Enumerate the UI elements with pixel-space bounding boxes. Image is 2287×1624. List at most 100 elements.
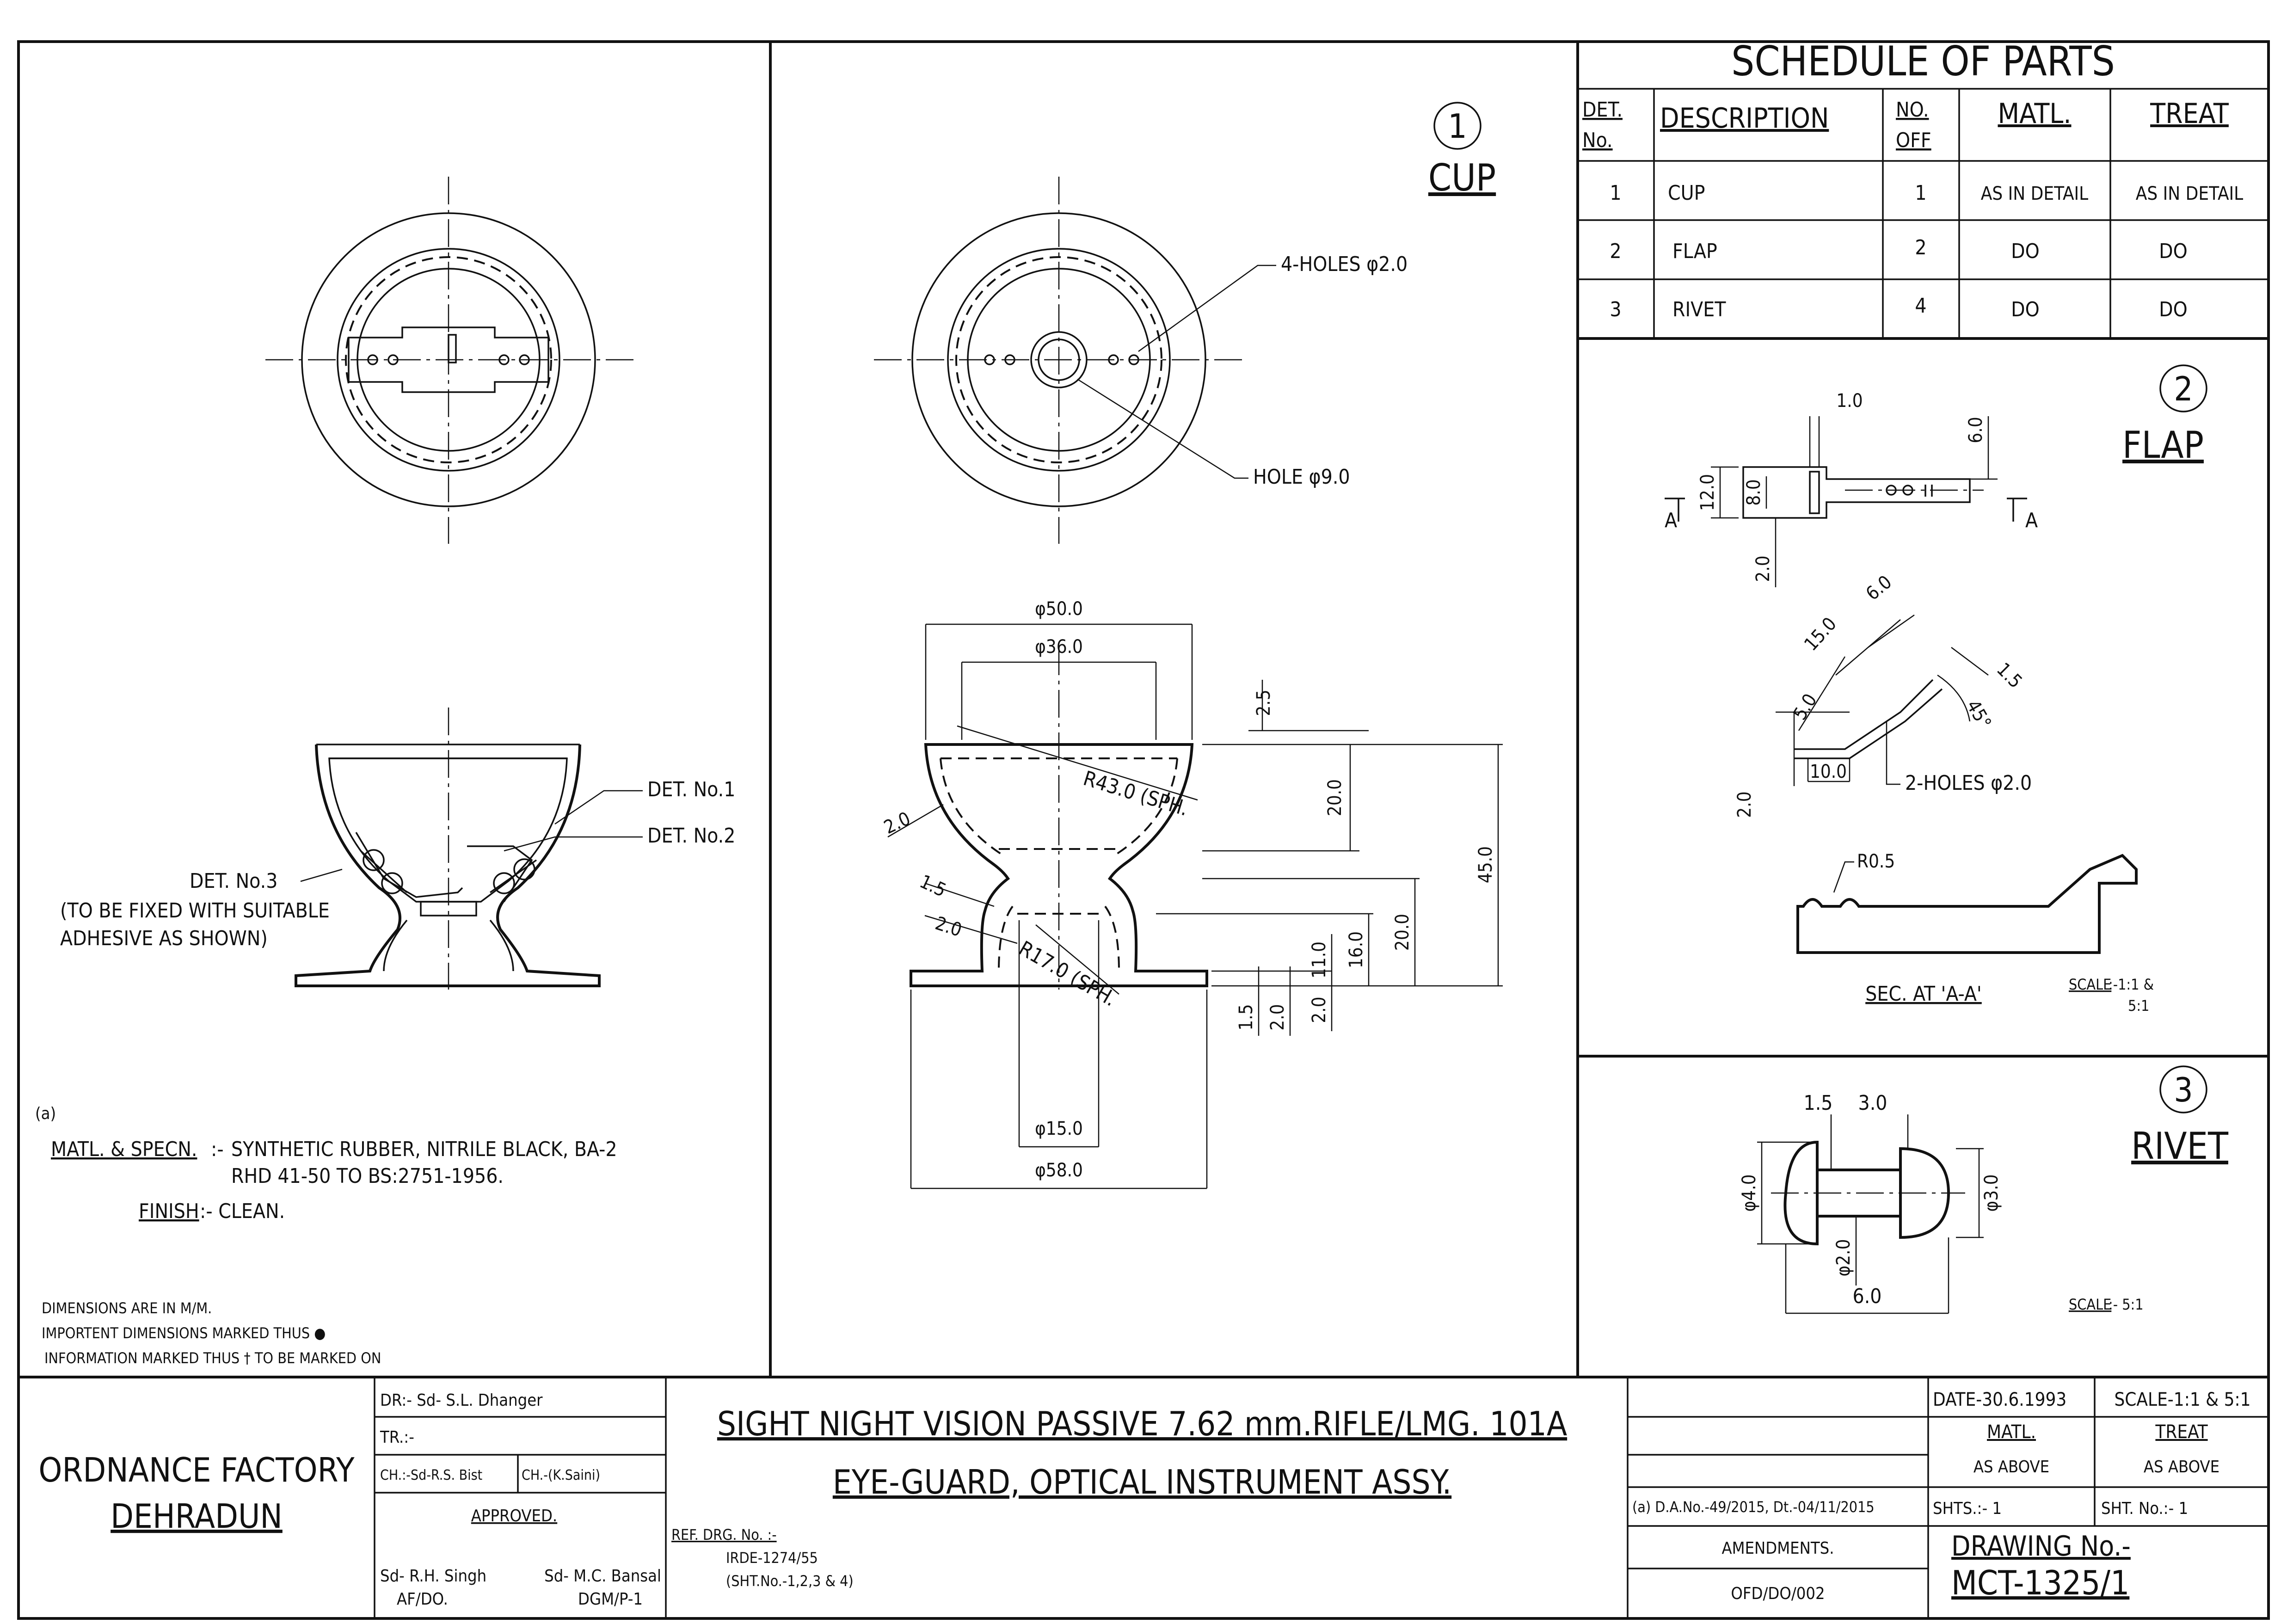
title-block: ORDNANCE FACTORY DEHRADUN DR:- Sd- S.L. … [38, 1377, 2269, 1618]
det-3-note-1: (TO BE FIXED WITH SUITABLE [60, 899, 330, 923]
row-description: CUP [1668, 181, 1705, 205]
rivet-dim-d2: φ2.0 [1833, 1239, 1854, 1277]
row-det: 2 [1610, 240, 1621, 263]
section-label: SEC. AT 'A-A' [1865, 982, 1982, 1006]
dim-d15: φ15.0 [1035, 1118, 1083, 1139]
matl-label: MATL. & SPECN. [51, 1138, 197, 1161]
hole-note: HOLE φ9.0 [1253, 465, 1350, 489]
tb-matl-label: MATL. [1987, 1421, 2036, 1443]
flap-scale-label: SCALE [2069, 976, 2111, 993]
flap-scale-value-2: 5:1 [2128, 997, 2149, 1015]
amendments-label: AMENDMENTS. [1722, 1539, 1834, 1558]
row-matl: AS IN DETAIL [1981, 183, 2088, 204]
material-notes: (a) MATL. & SPECN. :- SYNTHETIC RUBBER, … [35, 1104, 617, 1367]
flap-dim-12: 12.0 [1697, 474, 1718, 511]
finish-label: FINISH [139, 1200, 199, 1223]
det-1-callout: DET. No.1 [647, 778, 735, 801]
header-matl: MATL. [1998, 98, 2072, 130]
dim-v2a: 2.0 [1267, 1004, 1288, 1030]
dim-v2b: 2.0 [1309, 997, 1330, 1023]
approved-label: APPROVED. [471, 1507, 557, 1526]
dim-d50: φ50.0 [1035, 598, 1083, 620]
org-name-2: DEHRADUN [111, 1497, 283, 1536]
row-det: 3 [1610, 298, 1621, 321]
dim-d58: φ58.0 [1035, 1160, 1083, 1181]
finish-value: :- CLEAN. [200, 1200, 285, 1223]
row-treat: DO [2159, 298, 2188, 321]
flap-dim-2a: 2.0 [1752, 555, 1774, 582]
tb-treat-value: AS ABOVE [2144, 1458, 2219, 1476]
drawing-date: DATE-30.6.1993 [1933, 1389, 2066, 1410]
dim-v11: 11.0 [1309, 941, 1330, 978]
dimension-note-1: DIMENSIONS ARE IN M/M. [42, 1299, 212, 1317]
row-description: FLAP [1672, 240, 1717, 263]
cup-number-circle [1433, 102, 1482, 150]
cup-section-view: R43.0 (SPH. R17.0 (SPH. φ50.0 φ36.0 φ15.… [881, 598, 1503, 1189]
drawing-number-label: DRAWING No.- [1951, 1530, 2131, 1562]
rivet-view: 3 RIVET 1.5 3.0 φ4.0 φ3.0 φ2.0 6.0 SCALE… [1739, 1065, 2229, 1314]
ref-drawing-2: (SHT.No.-1,2,3 & 4) [726, 1572, 854, 1590]
header-no-off-1: NO. [1896, 98, 1929, 122]
drawing-border [17, 40, 2270, 1620]
rivet-dim-d3: φ3.0 [1981, 1175, 2002, 1212]
dim-v20a: 20.0 [1324, 779, 1346, 816]
schedule-title: SCHEDULE OF PARTS [1731, 37, 2115, 85]
ref-drawing-label: REF. DRG. No. :- [671, 1526, 777, 1544]
dim-v16: 16.0 [1346, 931, 1367, 968]
dim-r43: R43.0 (SPH. [1081, 767, 1191, 821]
ofd-code: OFD/DO/002 [1731, 1584, 1825, 1603]
flap-label: FLAP [2122, 424, 2204, 467]
drawing-title-2: EYE-GUARD, OPTICAL INSTRUMENT ASSY. [833, 1463, 1451, 1501]
amendment-mark: (a) [35, 1104, 56, 1123]
row-det: 1 [1610, 181, 1621, 205]
checked-by-2: CH.-(K.Saini) [522, 1467, 600, 1483]
signatory-2-role: DGM/P-1 [578, 1590, 643, 1609]
header-no-off-2: OFF [1896, 129, 1931, 152]
flap-dim-1: 1.0 [1836, 390, 1863, 412]
header-treat: TREAT [2150, 98, 2229, 130]
section-mark-right: A [2025, 509, 2038, 532]
cup-label: CUP [1428, 156, 1496, 199]
dim-v20b: 20.0 [1392, 914, 1413, 951]
sheet-number: SHT. No.:- 1 [2101, 1499, 2188, 1518]
row-off: 2 [1915, 236, 1926, 259]
cup-top-view: 1 CUP 4-HOLES φ2.0 HOLE φ9.0 [874, 102, 1496, 544]
rivet-scale-label: SCALE [2069, 1296, 2111, 1313]
dimension-note-2: IMPORTENT DIMENSIONS MARKED THUS ● [42, 1324, 326, 1342]
cup-number: 1 [1448, 107, 1467, 146]
schedule-row: 2 FLAP 2 DO DO [1610, 236, 2187, 263]
det-3-callout: DET. No.3 [190, 869, 277, 893]
section-mark-left: A [1665, 509, 1677, 532]
rivet-dim-1-5: 1.5 [1804, 1091, 1833, 1115]
dim-wall-2a: 2.0 [881, 808, 914, 838]
row-off: 4 [1915, 294, 1926, 318]
traced-by: TR.:- [380, 1428, 414, 1447]
flap-scale-value-1: :-1:1 & [2109, 976, 2154, 993]
rivet-label: RIVET [2131, 1125, 2229, 1168]
matl-line-1: SYNTHETIC RUBBER, NITRILE BLACK, BA-2 [231, 1138, 617, 1161]
row-off: 1 [1915, 181, 1926, 205]
tb-treat-label: TREAT [2155, 1421, 2208, 1443]
matl-line-2: RHD 41-50 TO BS:2751-1956. [231, 1164, 504, 1188]
rivet-dim-6: 6.0 [1853, 1285, 1882, 1308]
row-treat: AS IN DETAIL [2136, 183, 2243, 204]
drawing-scale: SCALE-1:1 & 5:1 [2114, 1389, 2250, 1410]
row-matl: DO [2011, 240, 2040, 263]
matl-separator: :- [211, 1138, 224, 1161]
sheets-count: SHTS.:- 1 [1933, 1499, 2002, 1518]
holes-note: 4-HOLES φ2.0 [1281, 252, 1408, 276]
row-description: RIVET [1672, 298, 1726, 321]
schedule-row: 1 CUP 1 AS IN DETAIL AS IN DETAIL [1610, 181, 2243, 205]
flap-angle: 45° [1962, 696, 1995, 732]
det-3-note-2: ADHESIVE AS SHOWN) [60, 927, 268, 950]
flap-dim-6: 6.0 [1965, 417, 1986, 443]
drawing-title-1: SIGHT NIGHT VISION PASSIVE 7.62 mm.RIFLE… [717, 1404, 1567, 1443]
flap-view: 2 FLAP A A 1.0 6.0 12.0 8.0 2.0 [1665, 364, 2207, 1015]
org-name-1: ORDNANCE FACTORY [38, 1451, 355, 1489]
dimension-note-3: INFORMATION MARKED THUS † TO BE MARKED O… [44, 1349, 381, 1367]
det-2-callout: DET. No.2 [647, 824, 735, 848]
assembly-section-view: DET. No.1 DET. No.2 DET. No.3 (TO BE FIX… [60, 707, 735, 990]
flap-holes-note: 2-HOLES φ2.0 [1905, 771, 2032, 795]
drawn-by: DR:- Sd- S.L. Dhanger [380, 1391, 543, 1410]
